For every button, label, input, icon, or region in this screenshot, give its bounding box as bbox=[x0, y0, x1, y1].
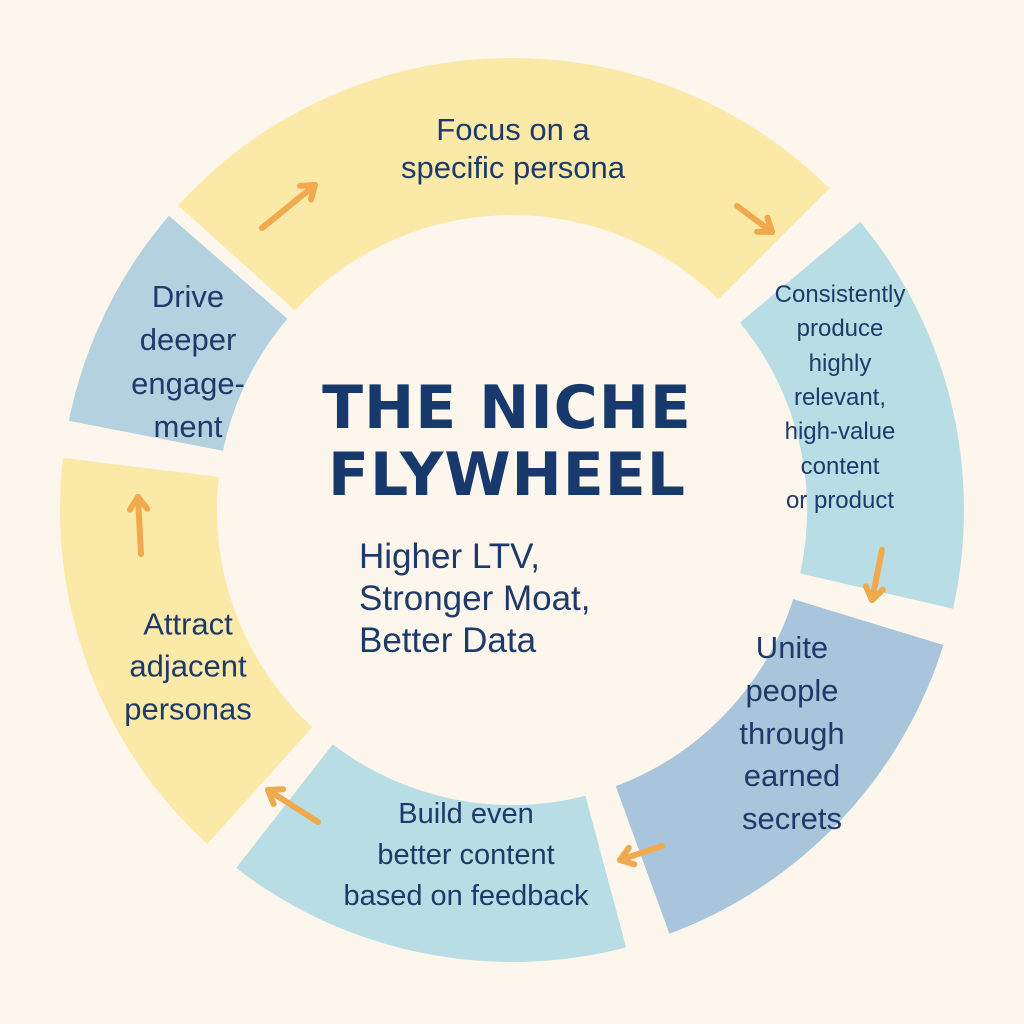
arrow-icon bbox=[265, 786, 321, 825]
arrow-icon bbox=[126, 494, 151, 557]
step-label-line: engage- bbox=[131, 366, 245, 401]
step-label-line: personas bbox=[124, 691, 252, 727]
step-label-line: based on feedback bbox=[343, 880, 589, 913]
step-label-produce-content: Consistently produce highly relevant, hi… bbox=[775, 278, 906, 518]
title-line-1: THE NICHE bbox=[322, 372, 692, 443]
step-label-line: high-value bbox=[784, 418, 896, 446]
step-label-line: adjacent bbox=[129, 648, 247, 684]
step-label-line: deeper bbox=[139, 322, 237, 358]
arrow-icon bbox=[259, 182, 318, 231]
segment-produce-content bbox=[732, 214, 970, 616]
step-label-line: through bbox=[739, 715, 845, 751]
step-label-attract-personas: Attract adjacent personas bbox=[124, 603, 252, 730]
step-label-line: secrets bbox=[742, 801, 842, 837]
step-label-line: highly bbox=[808, 349, 872, 377]
step-label-line: specific persona bbox=[400, 150, 626, 185]
segment-focus-persona bbox=[170, 52, 837, 318]
step-label-line: Consistently bbox=[774, 280, 906, 308]
arrow-icon bbox=[617, 843, 665, 868]
step-label-line: relevant, bbox=[793, 383, 887, 411]
step-label-focus-persona: Focus on a specific persona bbox=[401, 111, 625, 187]
segment-unite-people bbox=[608, 592, 951, 941]
step-label-line: Unite bbox=[755, 630, 829, 666]
step-label-line: Build even bbox=[398, 798, 534, 831]
step-label-line: earned bbox=[743, 758, 841, 794]
arrow-icon bbox=[734, 203, 775, 235]
segment-attract-personas bbox=[54, 451, 320, 852]
benefit-line-1: Higher LTV, bbox=[359, 537, 540, 576]
benefit-line-3: Better Data bbox=[359, 621, 537, 660]
step-label-line: or product bbox=[785, 486, 895, 514]
step-label-line: people bbox=[745, 672, 839, 708]
step-label-line: produce bbox=[796, 315, 884, 343]
step-label-line: ment bbox=[153, 409, 223, 445]
title-line-2: FLYWHEEL bbox=[328, 440, 686, 510]
benefits-text: Higher LTV, Stronger Moat, Better Data bbox=[359, 536, 591, 662]
segment-drive-engagement bbox=[62, 208, 295, 458]
diagram-title: THE NICHE FLYWHEEL bbox=[322, 372, 692, 510]
step-label-unite-people: Unite people through earned secrets bbox=[739, 627, 844, 841]
step-label-line: better content bbox=[377, 839, 555, 872]
segment-build-content bbox=[228, 737, 633, 968]
arrow-icon bbox=[862, 547, 886, 603]
step-label-drive-engagement: Drive deeper engage- ment bbox=[131, 275, 245, 449]
benefit-line-2: Stronger Moat, bbox=[359, 579, 591, 618]
step-label-line: content bbox=[800, 452, 880, 480]
step-label-line: Drive bbox=[151, 279, 225, 315]
step-label-line: Attract bbox=[143, 606, 233, 642]
step-label-line: Focus on a bbox=[436, 112, 590, 148]
step-label-build-content: Build even better content based on feedb… bbox=[343, 794, 588, 918]
